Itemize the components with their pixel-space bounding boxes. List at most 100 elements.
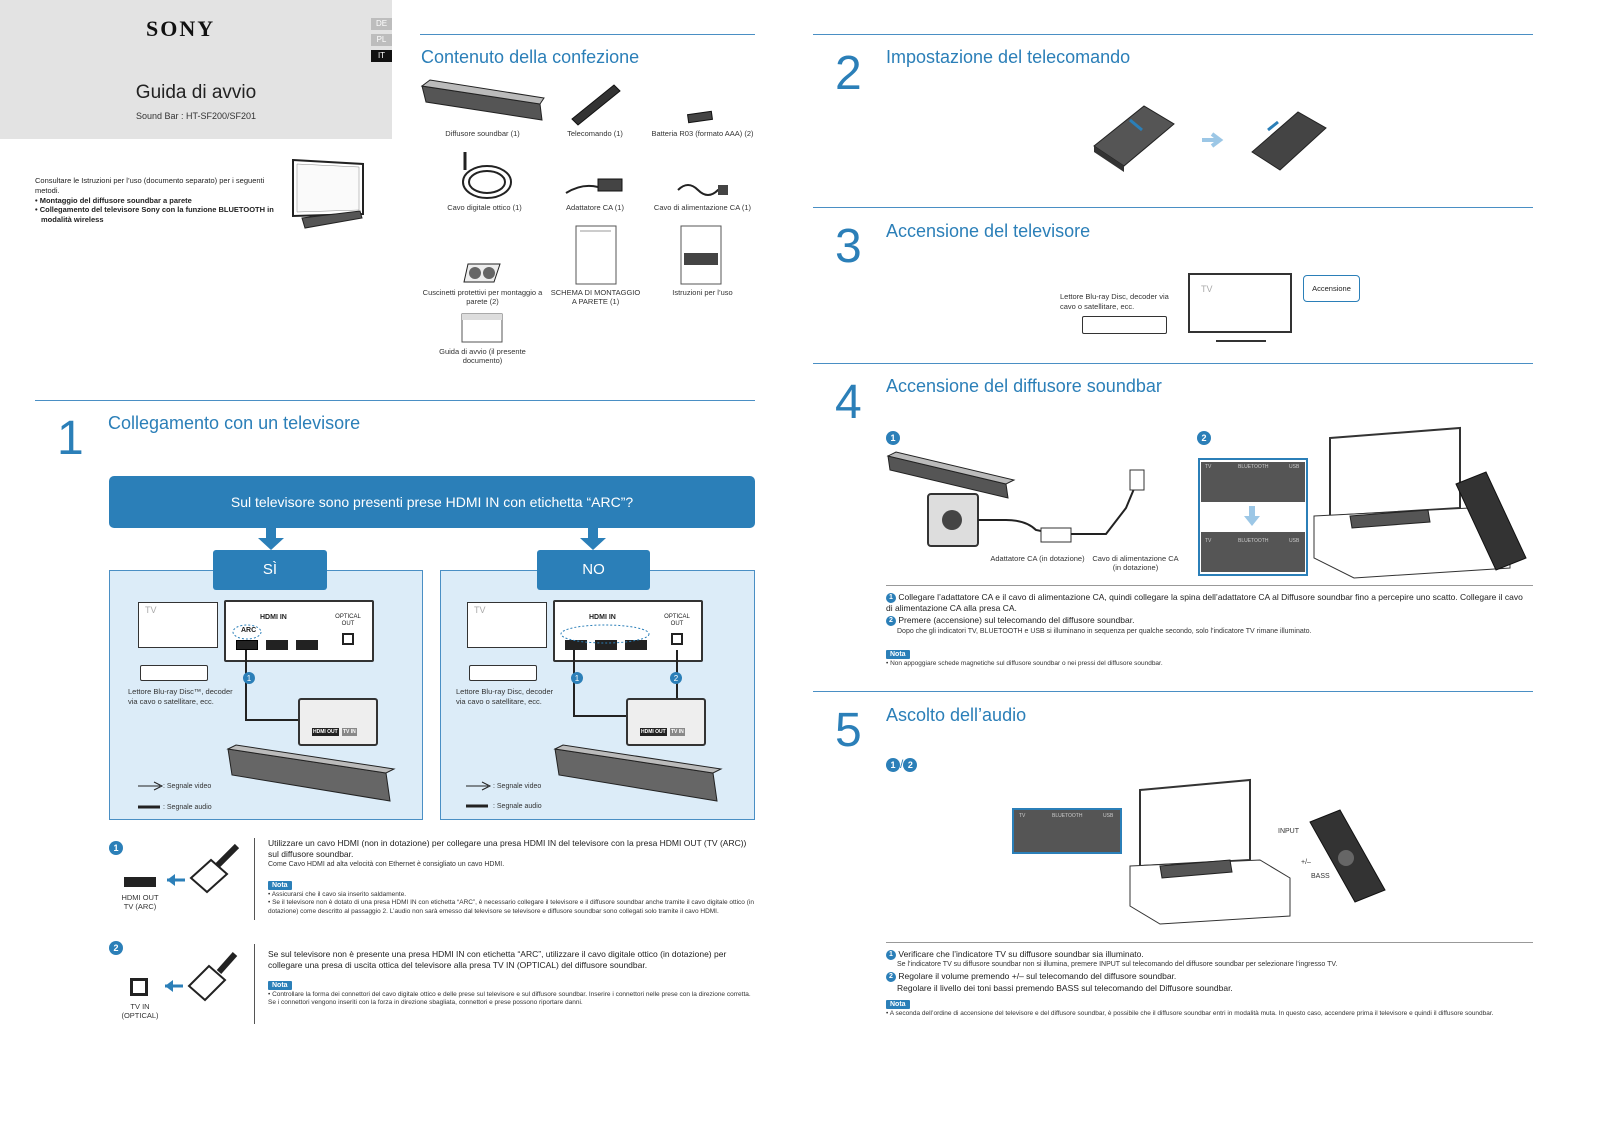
lang-pl: PL bbox=[371, 34, 392, 46]
brand-logo: SONY bbox=[146, 16, 216, 41]
ac-adapter-icon bbox=[565, 178, 623, 194]
cover-bullet-2: • Collegamento del televisore Sony con l… bbox=[35, 205, 274, 224]
yes-hdmi-port-3 bbox=[296, 640, 318, 650]
section-4-inst-1-text: Collegare l’adattatore CA e il cavo di a… bbox=[886, 592, 1523, 614]
divider-section-4 bbox=[813, 363, 1533, 364]
step-2-badge: 2 bbox=[109, 941, 123, 955]
caption-power-cord: Cavo di alimentazione CA (1) bbox=[653, 203, 752, 212]
caption-startup-guide: Guida di avvio (il presente documento) bbox=[439, 347, 526, 366]
wall-template-icon bbox=[575, 225, 617, 285]
section-4-adapter-label: Adattatore CA (in dotazione) bbox=[990, 554, 1085, 563]
section-4-number: 4 bbox=[835, 376, 862, 429]
soundbar-icon bbox=[420, 79, 545, 121]
section-5-bass-label: BASS bbox=[1311, 873, 1330, 880]
section-4-inst-1: 1 Collegare l’adattatore CA e il cavo di… bbox=[886, 592, 1526, 614]
section-3-tv-stand bbox=[1216, 334, 1266, 342]
section-3-player-caption: Lettore Blu-ray Disc, decoder via cavo o… bbox=[1060, 292, 1169, 311]
section-5-badge-2: 2 bbox=[903, 758, 918, 772]
legend-video-arrow-yes bbox=[138, 781, 164, 791]
cover-intro-text: Consultare le Istruzioni per l’uso (docu… bbox=[35, 176, 265, 195]
yes-arc-label: ARC bbox=[241, 627, 257, 634]
yes-jack-panel bbox=[224, 600, 374, 662]
cover-title: Guida di avvio bbox=[135, 82, 257, 103]
section-5-badge-1: 1 bbox=[886, 758, 900, 772]
section-5-number: 5 bbox=[835, 704, 862, 757]
step-2-port-label: TV IN (OPTICAL) bbox=[121, 1002, 159, 1021]
tv-with-soundbar-illustration bbox=[292, 158, 364, 229]
section-4-inst-2-sub: Dopo che gli indicatori TV, BLUETOOTH e … bbox=[897, 628, 1312, 635]
yes-cable: 1 bbox=[243, 650, 306, 721]
caption-soundbar: Diffusore soundbar (1) bbox=[445, 129, 520, 138]
section-2-title: Impostazione del telecomando bbox=[886, 47, 1131, 67]
cover-intro: Consultare le Istruzioni per l’uso (docu… bbox=[35, 176, 280, 225]
legend-video-yes: : Segnale video bbox=[163, 783, 212, 790]
no-hdmi-highlight bbox=[560, 624, 650, 644]
section-4-inst-2-text: Premere (accensione) sul telecomando del… bbox=[898, 615, 1135, 625]
power-cord-icon bbox=[677, 184, 728, 196]
section-5-inst-2-text: Regolare il volume premendo +/– sul tele… bbox=[898, 971, 1177, 981]
caption-manual: Istruzioni per l’uso bbox=[672, 288, 733, 297]
section-5-inst-1: 1 Verificare che l’indicatore TV su diff… bbox=[886, 949, 1526, 960]
indicator-top-tv: TV bbox=[1205, 464, 1212, 470]
arrow-down-no bbox=[580, 528, 606, 550]
section-4-note: • Non appoggiare schede magnetiche sul d… bbox=[886, 660, 1163, 667]
section-5-inst-1-badge: 1 bbox=[886, 949, 896, 960]
section-5-note: • A seconda dell’ordine di accensione de… bbox=[886, 1010, 1494, 1017]
no-hdmi-in-label: HDMI IN bbox=[589, 614, 616, 621]
section-5-text-divider bbox=[886, 942, 1533, 943]
section-5-tv-and-remote bbox=[1129, 778, 1386, 925]
no-soundbar-port-panel bbox=[626, 698, 706, 746]
step-1-sub: Come Cavo HDMI ad alta velocità con Ethe… bbox=[268, 861, 505, 868]
step-1-divider bbox=[254, 838, 255, 920]
section-4-nota: Nota bbox=[886, 650, 910, 659]
section-5-indicator-tv: TV bbox=[1019, 813, 1026, 819]
step-2-text: Se sul televisore non è presente una pre… bbox=[268, 949, 727, 971]
optical-cable-icon bbox=[462, 152, 512, 199]
no-player-caption: Lettore Blu-ray Disc, decoder via cavo o… bbox=[456, 687, 554, 706]
legend-audio-no: : Segnale audio bbox=[493, 803, 542, 810]
section-3-callout: Accensione bbox=[1303, 275, 1360, 302]
indicator-top-usb: USB bbox=[1289, 464, 1300, 470]
section-4-title: Accensione del diffusore soundbar bbox=[886, 376, 1162, 396]
divider-section-5 bbox=[813, 691, 1533, 692]
question-banner bbox=[109, 476, 755, 528]
section-2-number: 2 bbox=[835, 47, 862, 100]
section-3-number: 3 bbox=[835, 220, 862, 273]
caption-battery: Batteria R03 (formato AAA) (2) bbox=[651, 129, 754, 138]
section-5-vol-label: +/– bbox=[1301, 859, 1311, 866]
step-2-nota: Nota bbox=[268, 981, 292, 990]
no-tv bbox=[467, 602, 547, 648]
divider-section-1 bbox=[35, 400, 755, 401]
section-5-inst-1-sub: Se l’indicatore TV su diffusore soundbar… bbox=[897, 961, 1338, 968]
svg-text:1: 1 bbox=[575, 674, 580, 683]
section-3-player bbox=[1082, 316, 1167, 334]
section-5-indicator-usb: USB bbox=[1103, 813, 1114, 819]
step-2-note-1: • Controllare la forma dei connettori de… bbox=[268, 991, 751, 1007]
section-4-inst-1-badge: 1 bbox=[886, 592, 896, 603]
section-5-step-badges: 1/2 bbox=[886, 757, 918, 772]
yes-hdmi-in-label: HDMI IN bbox=[260, 614, 287, 621]
section-4-step-1-badge: 1 bbox=[886, 431, 900, 445]
lang-it: IT bbox=[371, 50, 392, 62]
yes-tv-in-label: TV IN bbox=[342, 728, 357, 736]
cover-bullet-1: • Montaggio del diffusore soundbar a par… bbox=[35, 195, 192, 205]
section-4-inst-2: 2 Premere (accensione) sul telecomando d… bbox=[886, 615, 1526, 626]
indicator-bottom-tv: TV bbox=[1205, 538, 1212, 544]
section-4-text-divider bbox=[886, 585, 1533, 586]
indicator-strip-top bbox=[1201, 462, 1305, 502]
step-1-note-2: • Se il televisore non è dotato di una p… bbox=[268, 899, 754, 915]
hdmi-plug-icon bbox=[167, 843, 240, 894]
optical-port-icon bbox=[130, 978, 148, 996]
no-tv-in-label: TV IN bbox=[670, 728, 685, 736]
section-5-inst-2: 2 Regolare il volume premendo +/– sul te… bbox=[886, 971, 1526, 982]
optical-plug-icon bbox=[165, 952, 238, 1002]
manual-icon bbox=[680, 225, 722, 285]
indicator-strip-bottom bbox=[1201, 532, 1305, 572]
step-1-nota: Nota bbox=[268, 881, 292, 890]
indicator-sequence-arrow bbox=[1244, 506, 1260, 526]
section-3-tv-label: TV bbox=[1201, 284, 1213, 294]
section-5-inst-1-text: Verificare che l’indicatore TV su diffus… bbox=[898, 949, 1144, 959]
cover-subtitle: Sound Bar : HT-SF200/SF201 bbox=[135, 111, 257, 121]
section-4-soundbar-connection bbox=[886, 451, 1145, 547]
caption-wall-template: SCHEMA DI MONTAGGIO A PARETE (1) bbox=[550, 288, 641, 307]
